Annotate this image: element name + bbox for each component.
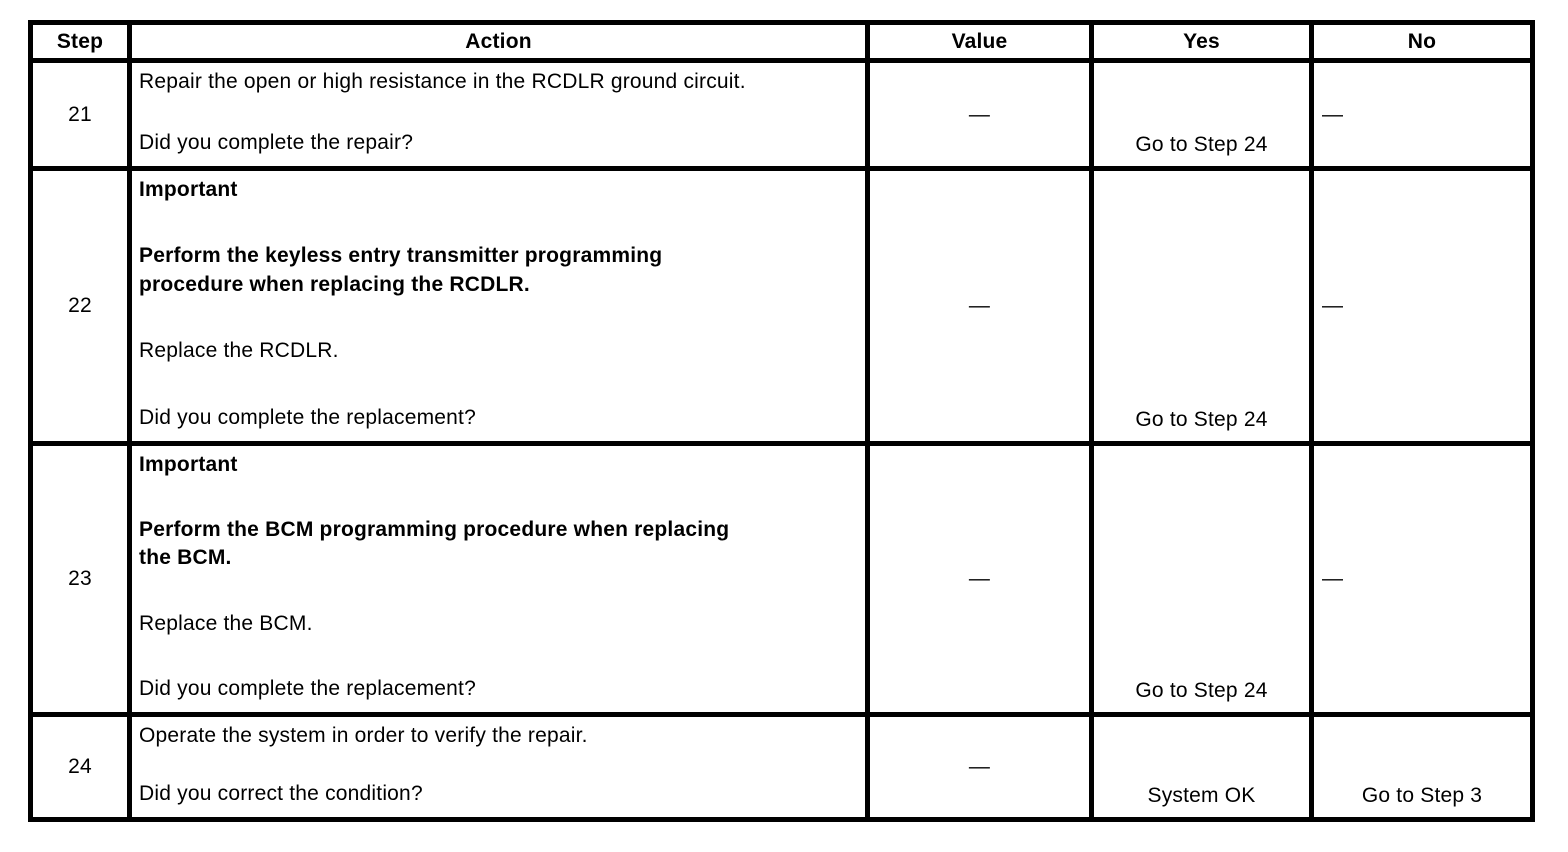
value-cell: — bbox=[865, 166, 1094, 446]
yes-text: Go to Step 24 bbox=[1135, 132, 1268, 156]
action-paragraph: Did you correct the condition? bbox=[139, 781, 423, 805]
column-header-value: Value bbox=[865, 20, 1094, 63]
value-text: — bbox=[968, 567, 991, 591]
yes-cell: Go to Step 24 bbox=[1089, 58, 1314, 171]
action-content: Operate the system in order to verify th… bbox=[132, 717, 865, 817]
table-row: 24 Operate the system in order to verify… bbox=[28, 712, 1535, 822]
value-cell: — bbox=[865, 712, 1094, 822]
action-paragraph: Did you complete the repair? bbox=[139, 130, 414, 154]
yes-cell: Go to Step 24 bbox=[1089, 441, 1314, 717]
step-cell: 21 bbox=[28, 58, 132, 171]
step-number: 23 bbox=[68, 567, 92, 591]
yes-text: Go to Step 24 bbox=[1135, 407, 1268, 431]
step-number: 22 bbox=[68, 294, 92, 318]
no-cell: Go to Step 3 bbox=[1309, 712, 1535, 822]
no-text: — bbox=[1322, 294, 1344, 318]
action-cell: Repair the open or high resistance in th… bbox=[127, 58, 870, 171]
yes-cell: System OK bbox=[1089, 712, 1314, 822]
no-cell: — bbox=[1309, 58, 1535, 171]
action-paragraph: Repair the open or high resistance in th… bbox=[139, 70, 746, 93]
action-paragraph: Did you complete the replacement? bbox=[139, 676, 476, 700]
value-cell: — bbox=[865, 58, 1094, 171]
action-cell: Operate the system in order to verify th… bbox=[127, 712, 870, 822]
action-paragraph: Perform the keyless entry transmitter pr… bbox=[139, 244, 663, 296]
no-text: — bbox=[1322, 102, 1344, 126]
action-paragraph: Important bbox=[139, 178, 238, 201]
value-text: — bbox=[968, 294, 991, 318]
action-paragraph: Important bbox=[139, 453, 238, 476]
table-body: 21 Repair the open or high resistance in… bbox=[28, 58, 1535, 822]
table-row: 21 Repair the open or high resistance in… bbox=[28, 58, 1535, 171]
no-text: — bbox=[1322, 567, 1344, 591]
column-header-no: No bbox=[1309, 20, 1535, 63]
value-text: — bbox=[968, 102, 991, 126]
diagnostic-table: Step Action Value Yes No 21 Repair the o… bbox=[28, 20, 1535, 822]
column-header-yes: Yes bbox=[1089, 20, 1314, 63]
step-number: 24 bbox=[68, 755, 92, 779]
no-text: Go to Step 3 bbox=[1361, 783, 1483, 807]
value-text: — bbox=[968, 755, 991, 779]
no-cell: — bbox=[1309, 441, 1535, 717]
yes-text: System OK bbox=[1147, 783, 1256, 807]
step-cell: 24 bbox=[28, 712, 132, 822]
action-paragraph: Perform the BCM programming procedure wh… bbox=[139, 518, 730, 570]
step-cell: 22 bbox=[28, 166, 132, 446]
action-paragraph: Replace the RCDLR. bbox=[139, 339, 339, 363]
step-number: 21 bbox=[68, 102, 92, 126]
step-cell: 23 bbox=[28, 441, 132, 717]
header-row: Step Action Value Yes No bbox=[28, 20, 1535, 63]
column-header-step: Step bbox=[28, 20, 132, 63]
value-cell: — bbox=[865, 441, 1094, 717]
no-cell: — bbox=[1309, 166, 1535, 446]
yes-cell: Go to Step 24 bbox=[1089, 166, 1314, 446]
yes-text: Go to Step 24 bbox=[1135, 678, 1268, 702]
column-header-action: Action bbox=[127, 20, 870, 63]
action-paragraph: Replace the BCM. bbox=[139, 611, 313, 635]
action-content: Repair the open or high resistance in th… bbox=[132, 63, 865, 166]
action-paragraph: Operate the system in order to verify th… bbox=[139, 724, 588, 747]
action-paragraph: Did you complete the replacement? bbox=[139, 405, 476, 429]
